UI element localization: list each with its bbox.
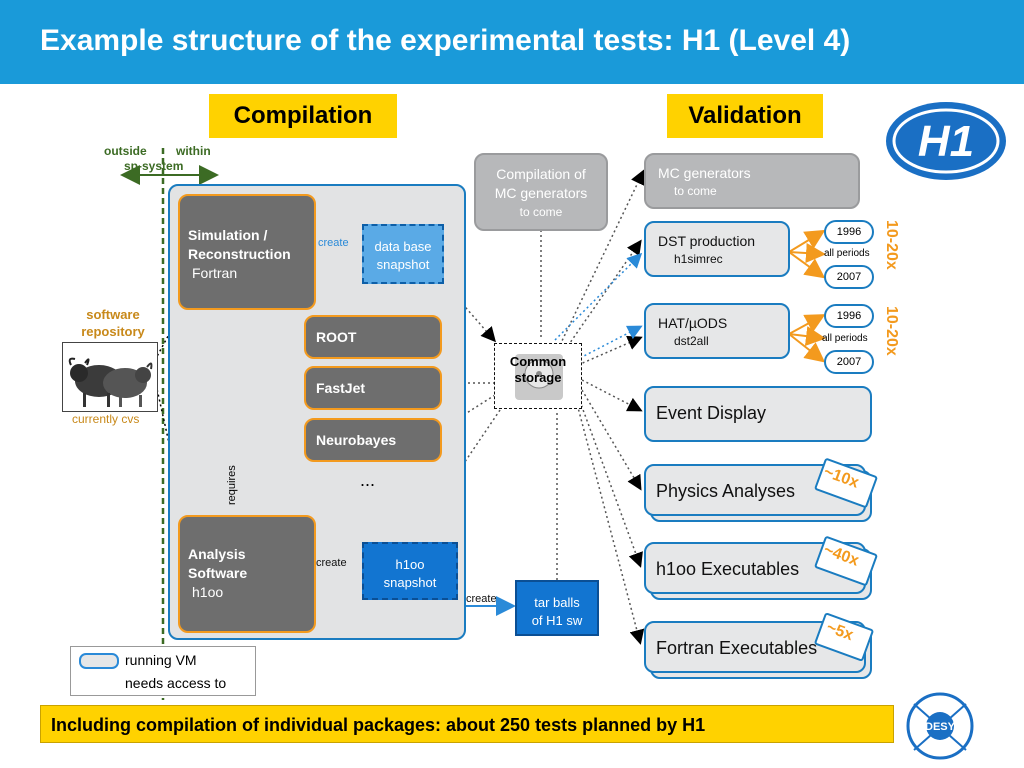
dst-production-box: DST production h1simrec [644, 221, 790, 277]
packages-ellipsis: ... [360, 470, 376, 490]
legend-vm-swatch [79, 653, 119, 669]
mc-compilation-line3: to come [519, 205, 563, 219]
dst-period-1996: 1996 [824, 220, 874, 244]
dst-line1: DST production [658, 233, 756, 249]
sp-system-label: sp-system [124, 159, 184, 173]
create-label-h1oo: create [316, 557, 347, 569]
hat-period-1996: 1996 [824, 304, 874, 328]
dst-period-2007: 2007 [824, 265, 874, 289]
storage-line1: Common [509, 354, 567, 369]
simrec-line3: Fortran [192, 265, 238, 281]
tarballs-box: tar balls of H1 sw [515, 580, 599, 636]
legend-running-vm: running VM [125, 652, 197, 668]
footer-note: Including compilation of individual pack… [40, 705, 894, 743]
compilation-label: Compilation [209, 94, 397, 138]
common-storage-box: Common storage [494, 343, 582, 409]
analysis-line2: Software [188, 565, 248, 581]
package-neurobayes: Neurobayes [304, 418, 442, 462]
simrec-line2: Reconstruction [188, 246, 291, 262]
simrec-line1: Simulation / [188, 227, 268, 243]
h1-logo-text: H1 [918, 117, 974, 166]
simrec-box: Simulation / Reconstruction Fortran [178, 194, 316, 310]
package-fastjet: FastJet [304, 366, 442, 410]
desy-logo: DESY [906, 692, 974, 760]
mc-compilation-box: Compilation of MC generators to come [474, 153, 608, 231]
hat-period-2007: 2007 [824, 350, 874, 374]
repository-note: currently cvs [72, 412, 140, 426]
desy-logo-text: DESY [925, 721, 956, 733]
analysis-line3: h1oo [192, 584, 224, 600]
package-root: ROOT [304, 315, 442, 359]
mc-generators-box: MC generators to come [644, 153, 860, 209]
db-snapshot-line1: data base [374, 239, 432, 254]
requires-label: requires [226, 465, 238, 505]
hat-line2: dst2all [674, 334, 709, 348]
h1oo-snapshot-line1: h1oo [395, 557, 425, 572]
hat-box: HAT/µODS dst2all [644, 303, 790, 359]
h1oo-snapshot-line2: snapshot [383, 575, 437, 590]
slide-title: Example structure of the experimental te… [40, 24, 851, 57]
within-label: within [176, 144, 211, 158]
gnu-icon [68, 357, 153, 407]
storage-line2: storage [514, 370, 562, 385]
hat-line1: HAT/µODS [658, 315, 728, 331]
disk-icon [515, 354, 563, 400]
create-label-tarballs: create [466, 593, 497, 605]
dst-multiplier: 10-20x [883, 220, 900, 270]
create-label-db: create [318, 237, 349, 249]
mc-compilation-line2: MC generators [494, 185, 588, 201]
mc-generators-line2: to come [674, 184, 717, 198]
repository-label-line2: repository [81, 324, 145, 339]
db-snapshot-line2: snapshot [376, 257, 430, 272]
mc-compilation-line1: Compilation of [496, 166, 586, 182]
mc-generators-line1: MC generators [658, 165, 751, 181]
tarballs-line1: tar balls [534, 595, 580, 610]
legend: running VM needs access to [70, 646, 256, 696]
dst-period-all: all periods [824, 248, 870, 259]
h1oo-snapshot-box: h1oo snapshot [362, 542, 458, 600]
hat-period-all: all periods [822, 333, 868, 344]
analysis-box: Analysis Software h1oo [178, 515, 316, 633]
dst-line2: h1simrec [674, 252, 723, 266]
analysis-line1: Analysis [188, 546, 246, 562]
event-display-box: Event Display [644, 386, 872, 442]
h1-logo: H1 [886, 102, 1006, 180]
legend-needs-access: needs access to [125, 675, 227, 691]
repository-label-line1: software [86, 307, 140, 322]
validation-label: Validation [667, 94, 823, 138]
outside-label: outside [104, 144, 147, 158]
slide-header: Example structure of the experimental te… [0, 0, 1024, 84]
db-snapshot-box: data base snapshot [362, 224, 444, 284]
hat-multiplier: 10-20x [883, 306, 900, 356]
tarballs-line2: of H1 sw [531, 613, 583, 628]
gnu-image [62, 342, 158, 412]
